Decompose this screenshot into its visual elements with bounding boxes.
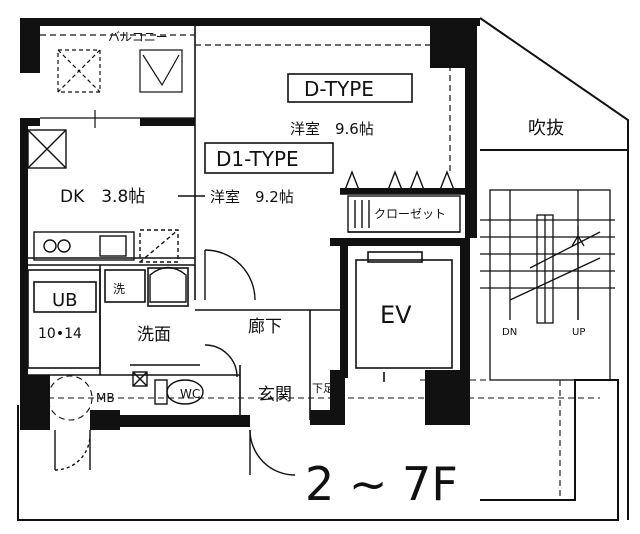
stair-up-label: UP [572,327,585,338]
ub-size-label: 10•14 [38,326,82,342]
fukinuke-label: 吹抜 [528,118,564,139]
kitchen-counter [33,229,179,263]
washroom-label: 洗面 [137,325,171,345]
d1-type-box [204,142,334,174]
floors-label: 2 ~ 7F [305,457,458,511]
wc-label: WC [180,387,200,401]
washer-label: 洗 [113,282,125,296]
d-type-label: D-TYPE [304,77,374,101]
ub-label: UB [52,290,78,311]
hallway-label: 廊下 [248,317,282,337]
storage-box [27,129,67,169]
elevator [355,251,453,382]
closet-label: クローゼット [374,207,446,221]
balcony-label: バルコニー [108,30,168,44]
walls [20,18,480,430]
d1-type-label: D1-TYPE [216,147,299,171]
mb-label: MB [96,391,115,405]
stair-dn-label: DN [502,327,517,338]
wash-basin [149,266,187,303]
d-room-label: 洋室 9.6帖 [290,120,374,138]
d-type-box [287,73,413,103]
toilet [132,371,204,405]
dk-label: DK 3.8帖 [60,187,145,207]
balcony-details [40,34,451,175]
staircase [480,189,615,381]
shoe-box-label: 下足 [312,382,334,395]
outer-frame [17,17,629,521]
ev-label: EV [380,301,412,329]
d1-room-label: 洋室 9.2帖 [210,188,294,206]
closet-hangers [344,170,461,233]
doors [54,249,296,476]
dashed-guides [28,375,600,500]
entrance-label: 玄関 [258,385,292,405]
